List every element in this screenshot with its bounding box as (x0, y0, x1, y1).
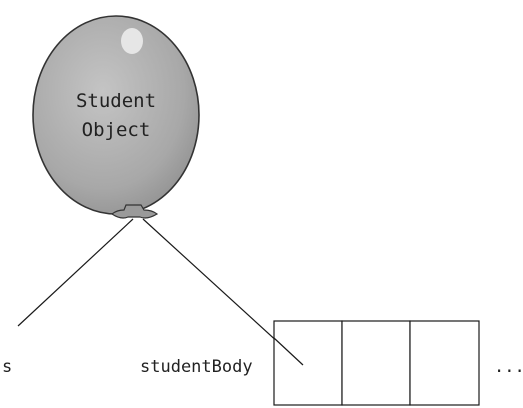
balloon-body (33, 16, 199, 214)
array-cell (342, 321, 410, 405)
variable-s-label: s (2, 357, 12, 377)
balloon-highlight (121, 28, 143, 54)
array-cell (274, 321, 342, 405)
balloon-label-line1: Student (76, 90, 156, 112)
student-object-balloon: Student Object (33, 16, 199, 218)
string-s (18, 219, 133, 326)
array-cell (410, 321, 479, 405)
studentBody-array (274, 321, 479, 405)
balloon-label-line2: Object (82, 119, 151, 141)
array-ellipsis: ... (494, 357, 523, 377)
variable-studentBody-label: studentBody (140, 357, 253, 377)
